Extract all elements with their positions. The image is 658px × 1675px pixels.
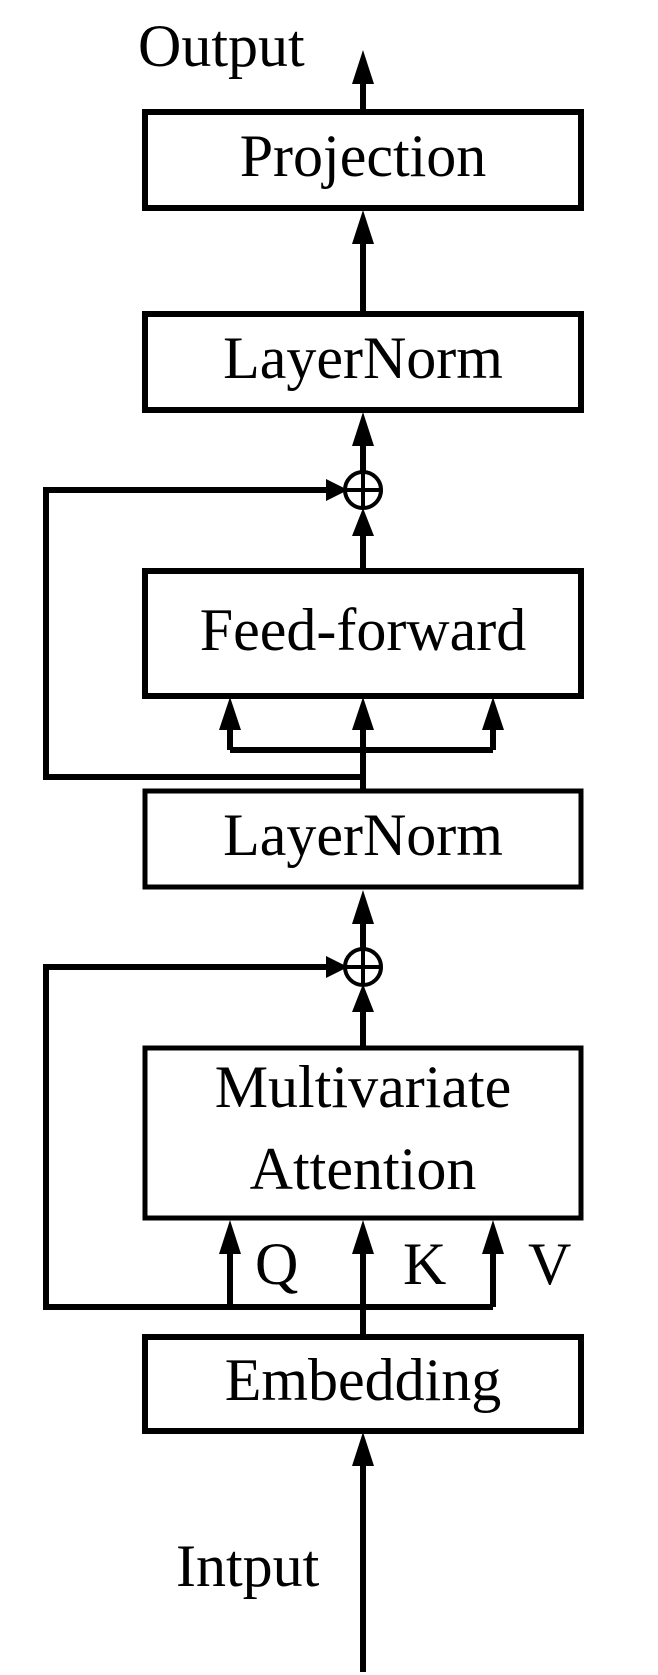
- projection-block: Projection: [142, 109, 584, 211]
- embedding-block: Embedding: [142, 1334, 584, 1434]
- layernorm-bottom-block: LayerNorm: [142, 788, 584, 890]
- arrowhead-layernorm-top: [352, 412, 374, 446]
- feedforward-label: Feed-forward: [200, 597, 527, 663]
- connectors: [43, 80, 496, 1672]
- arrowhead-projection: [352, 210, 374, 244]
- attention-label-line2: Attention: [250, 1136, 477, 1202]
- arrowhead-ff-left: [219, 697, 241, 730]
- arrowhead-residual-2: [326, 479, 348, 501]
- input-label: Intput: [176, 1533, 320, 1599]
- feedforward-block: Feed-forward: [142, 568, 584, 699]
- projection-label: Projection: [240, 123, 487, 189]
- arrowhead-q: [219, 1220, 241, 1254]
- arrowhead-k: [352, 1220, 374, 1254]
- arrowhead-residual-1: [326, 956, 348, 978]
- arrowhead-ff-center: [352, 697, 374, 730]
- arrowhead-sum-1-up: [352, 984, 374, 1012]
- residual-connection-1: [43, 964, 363, 1310]
- arrowheads: [219, 50, 504, 1466]
- arrowhead-sum-2-up: [352, 508, 374, 536]
- arrowhead-v: [482, 1220, 504, 1254]
- sum-node-2: [343, 470, 383, 510]
- k-label: K: [403, 1231, 446, 1297]
- layernorm-top-label: LayerNorm: [223, 325, 503, 391]
- v-label: V: [528, 1231, 571, 1297]
- sum-node-1: [343, 947, 383, 987]
- arrowhead-ff-right: [482, 697, 504, 730]
- output-label: Output: [138, 13, 305, 79]
- q-label: Q: [255, 1231, 298, 1297]
- layernorm-top-block: LayerNorm: [142, 311, 584, 413]
- multivariate-attention-block: Multivariate Attention: [142, 1045, 584, 1221]
- arrowhead-input: [352, 1432, 374, 1466]
- arrowhead-output: [352, 50, 374, 84]
- residual-connection-2: [43, 487, 363, 780]
- arrowhead-layernorm-bottom: [352, 890, 374, 924]
- layernorm-bottom-label: LayerNorm: [223, 802, 503, 868]
- attention-label-line1: Multivariate: [215, 1054, 512, 1120]
- embedding-label: Embedding: [225, 1347, 502, 1413]
